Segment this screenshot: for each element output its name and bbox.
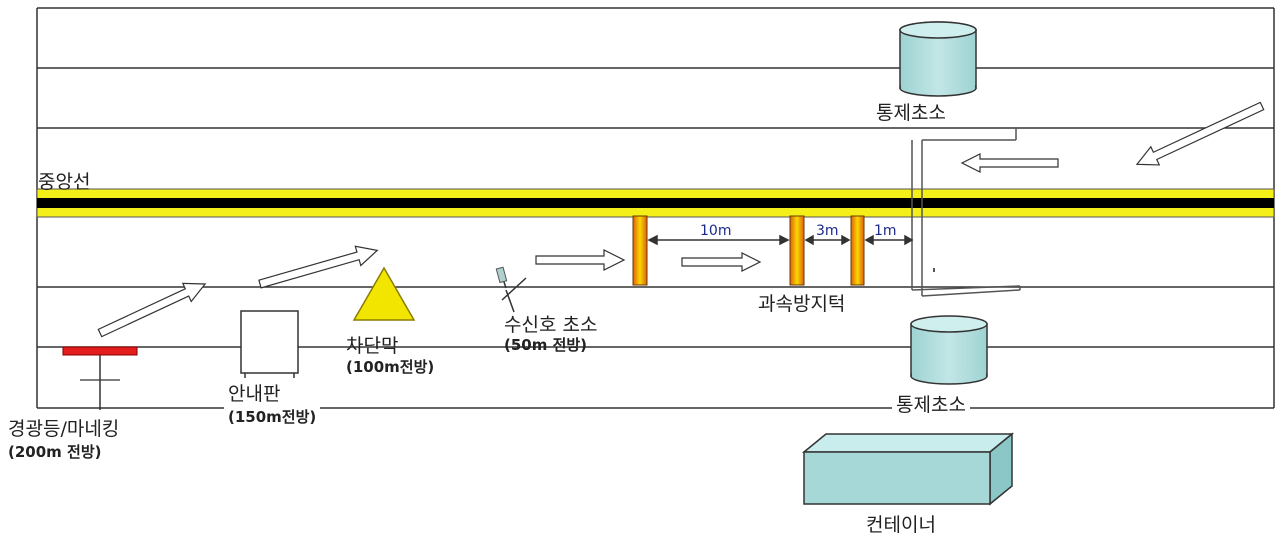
distance-markers xyxy=(647,234,914,246)
checkpoint-frame xyxy=(911,128,1021,297)
barrier-triangle xyxy=(352,266,416,321)
info-board-label: 안내판 xyxy=(228,383,281,405)
speed-bump xyxy=(789,215,805,286)
arrow-left-icon xyxy=(1135,101,1265,166)
container-box xyxy=(801,432,1015,506)
arrow-left-icon xyxy=(960,153,1059,173)
signal-post-label: 수신호 초소 xyxy=(504,314,598,336)
speed-bump-label: 과속방지턱 xyxy=(758,293,846,315)
control-post-bottom-label: 통제초소 xyxy=(892,390,970,417)
center-line-label: 중앙선 xyxy=(38,171,91,193)
arrow-right-icon xyxy=(258,245,379,289)
speed-bumps xyxy=(632,215,865,286)
direction-arrows xyxy=(97,101,1265,338)
barrier-distance: (100m전방) xyxy=(346,358,435,376)
control-post-tank-top xyxy=(899,21,977,97)
container-label: 컨테이너 xyxy=(866,514,936,536)
warning-light xyxy=(62,346,138,410)
arrow-right-icon xyxy=(535,249,626,271)
arrow-right-icon xyxy=(681,252,762,272)
control-post-top-label: 통제초소 xyxy=(872,98,950,125)
info-board xyxy=(240,310,299,378)
info-board-distance: (150m전방) xyxy=(224,406,321,427)
warning-light-distance: (200m 전방) xyxy=(8,443,102,461)
barrier-label: 차단막 xyxy=(346,335,399,357)
distance-1m: 1m xyxy=(874,223,897,239)
distance-3m: 3m xyxy=(816,223,839,239)
arrow-right-icon xyxy=(97,282,207,338)
distance-10m: 10m xyxy=(700,223,732,239)
speed-bump xyxy=(632,215,648,286)
control-post-tank-bottom xyxy=(910,315,988,385)
warning-light-label: 경광등/마네킹 xyxy=(4,414,124,441)
center-line xyxy=(36,188,1275,218)
speed-bump xyxy=(850,215,865,286)
signal-post-distance: (50m 전방) xyxy=(504,336,588,354)
signal-post-flag xyxy=(495,266,527,313)
